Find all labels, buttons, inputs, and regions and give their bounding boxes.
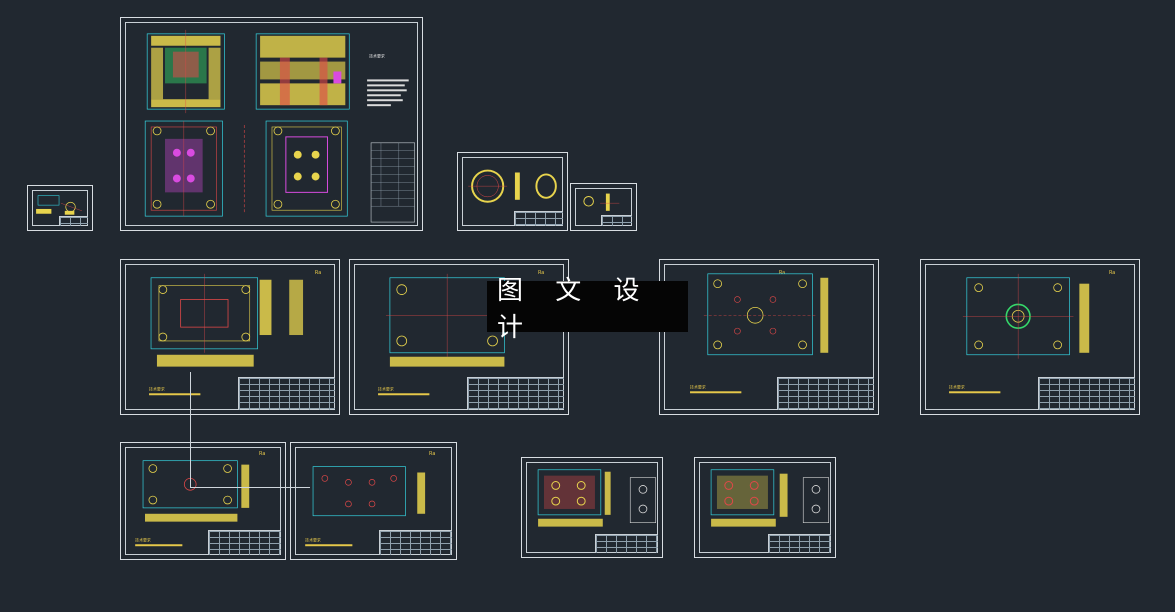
drawing-sheet-plate-1[interactable]: Ra 技术要求 [120, 259, 340, 415]
sheet-inner-frame [295, 447, 452, 555]
drawing-sheet-cavity-2[interactable] [694, 457, 836, 558]
drawing-sheet-ring-part[interactable] [457, 152, 568, 231]
drawing-sheet-plate-3[interactable]: Ra 技术要求 [659, 259, 879, 415]
sheet-inner-frame [462, 157, 563, 226]
drawing-sheet-cavity-1[interactable] [521, 457, 663, 558]
watermark-banner: 图 文 设 计 [487, 276, 688, 343]
svg-text:技术要求: 技术要求 [149, 386, 165, 391]
title-block [514, 211, 563, 226]
svg-text:Ra: Ra [538, 270, 544, 276]
title-block [208, 530, 281, 555]
plate-1-geometry: Ra 技术要求 [149, 270, 321, 396]
svg-text:Ra: Ra [315, 270, 321, 276]
sheet-inner-frame [354, 264, 564, 410]
title-block [777, 377, 874, 410]
leader-line [190, 372, 191, 488]
title-block [238, 377, 335, 410]
ring-part-geometry [468, 169, 557, 203]
svg-text:技术要求: 技术要求 [949, 384, 965, 389]
svg-text:技术要求: 技术要求 [378, 386, 394, 391]
sheet-inner-frame [664, 264, 874, 410]
small-detail-geometry [583, 193, 620, 211]
plate-4-geometry: Ra 技术要求 [949, 270, 1115, 394]
title-block [768, 534, 831, 553]
drawing-sheet-mini-part[interactable] [27, 185, 93, 231]
title-block [601, 215, 632, 226]
title-block [1038, 377, 1135, 410]
sheet-inner-frame [125, 264, 335, 410]
sheet-inner-frame [125, 447, 281, 555]
drawing-sheet-plate-6[interactable]: Ra 技术要求 [290, 442, 457, 560]
drawing-sheet-plate-5[interactable]: Ra 技术要求 [120, 442, 286, 560]
title-block [467, 377, 564, 410]
svg-text:技术要求: 技术要求 [305, 537, 321, 542]
svg-text:技术要求: 技术要求 [135, 537, 151, 542]
sheet-inner-frame [699, 462, 831, 553]
svg-text:Ra: Ra [259, 451, 265, 457]
sheet-inner-frame [925, 264, 1135, 410]
title-block [379, 530, 452, 555]
mini-part-geometry [36, 195, 83, 215]
sheet-inner-frame [526, 462, 658, 553]
svg-text:Ra: Ra [429, 451, 435, 457]
drawing-sheet-plate-2[interactable]: Ra 技术要求 [349, 259, 569, 415]
drawing-sheet-mold-assembly[interactable]: 技术要求 [120, 17, 423, 231]
mold-assembly-geometry: 技术要求 [144, 29, 415, 223]
drawing-sheet-small-detail[interactable] [570, 183, 637, 231]
svg-text:技术要求: 技术要求 [690, 384, 706, 389]
plate-6-geometry: Ra 技术要求 [305, 451, 435, 547]
title-block [595, 534, 658, 553]
plate-3-geometry: Ra 技术要求 [690, 270, 829, 394]
cavity-1-geometry [537, 469, 657, 527]
svg-text:Ra: Ra [1109, 270, 1115, 276]
svg-text:技术要求: 技术要求 [369, 54, 385, 59]
sheet-inner-frame [125, 22, 418, 226]
cavity-2-geometry [710, 469, 830, 527]
drawing-sheet-plate-4[interactable]: Ra 技术要求 [920, 259, 1140, 415]
title-block [59, 216, 88, 226]
leader-line [190, 487, 310, 488]
svg-text:Ra: Ra [779, 270, 785, 276]
